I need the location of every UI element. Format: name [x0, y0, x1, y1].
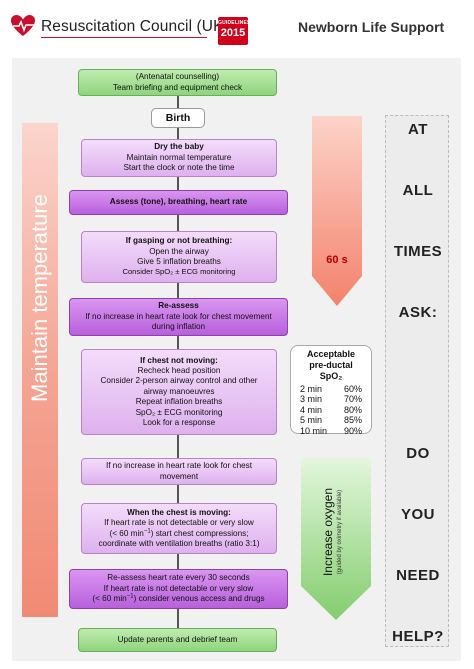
ask-help-column [385, 115, 449, 647]
badge-label: GUIDELINES [218, 20, 251, 26]
reassess-line: If no increase in heart rate look for ch… [85, 311, 272, 321]
update-parents-label: Update parents and debrief team [117, 634, 238, 644]
reassess-box: Re-assess If no increase in heart rate l… [69, 298, 288, 336]
oximetry-note: (guided by oximetry if available) [337, 489, 343, 575]
organisation-name: Resuscitation Council (UK) [41, 18, 229, 35]
ask-word: DO [406, 445, 430, 462]
chest-not-moving-line: airway manoeuvres [143, 386, 215, 396]
increase-oxygen-label: Increase oxygen (guided by oximetry if a… [321, 487, 346, 577]
antenatal-line: (Antenatal counselling) [135, 72, 220, 82]
reassess-30s-line: Re-assess heart rate every 30 seconds [107, 573, 250, 583]
badge-year: 2015 [220, 27, 246, 39]
assess-box: Assess (tone), breathing, heart rate [69, 190, 288, 215]
no-increase-line: If no increase in heart rate look for ch… [105, 461, 253, 471]
chest-not-moving-box: If chest not moving: Recheck head positi… [81, 349, 277, 435]
ask-word: TIMES [393, 243, 443, 260]
gasping-line: Give 5 inflation breaths [137, 257, 221, 266]
heart-logo-icon [11, 15, 35, 36]
chest-not-moving-line: Look for a response [142, 418, 216, 428]
ask-word: HELP? [392, 628, 444, 645]
ask-word: AT [408, 121, 428, 138]
increase-oxygen-text: Increase oxygen [321, 487, 335, 577]
chest-not-moving-line: Repeat inflation breaths [135, 397, 223, 407]
dry-baby-title: Dry the baby [154, 142, 204, 152]
ask-word: NEED [396, 567, 440, 584]
gasping-line: Open the airway [149, 246, 209, 256]
no-increase-line: movement [159, 471, 199, 481]
page-title: Newborn Life Support [298, 19, 445, 35]
gasping-title: If gasping or not breathing: [125, 236, 233, 246]
chest-not-moving-line: Recheck head position [137, 365, 221, 375]
chest-not-moving-line: Consider 2-person airway control and oth… [100, 376, 258, 386]
reassess-30s-line: (< 60 min−1) consider venous access and … [92, 593, 265, 604]
gasping-box: If gasping or not breathing: Open the ai… [81, 231, 277, 283]
update-parents-box: Update parents and debrief team [78, 628, 277, 652]
guidelines-badge: GUIDELINES 2015 [218, 17, 251, 45]
dry-baby-box: Dry the baby Maintain normal temperature… [81, 139, 277, 177]
header: Resuscitation Council (UK) GUIDELINES 20… [0, 0, 474, 52]
chest-moving-title: When the chest is moving: [127, 507, 231, 517]
dry-baby-line: Start the clock or note the time [123, 163, 235, 173]
maintain-temperature-label: Maintain temperature [27, 194, 52, 402]
gasping-line: Consider SpO₂ ± ECG monitoring [122, 267, 236, 277]
temperature-bar [22, 123, 58, 617]
reassess-line: during inflation [151, 322, 206, 332]
ask-word: ASK: [398, 304, 438, 321]
sixty-seconds-arrow [312, 116, 362, 306]
chest-moving-box: When the chest is moving: If heart rate … [81, 503, 277, 554]
antenatal-box: (Antenatal counselling) Team briefing an… [78, 69, 277, 96]
chest-moving-line: coordinate with ventilation breaths (rat… [98, 538, 260, 548]
spo2-subtitle: pre-ductal SpO₂ [309, 360, 353, 381]
birth-box: Birth [151, 108, 205, 128]
ask-word: YOU [400, 506, 435, 523]
reassess-30s-line: If heart rate is not detectable or very … [103, 583, 254, 593]
chest-not-moving-line: SpO₂ ± ECG monitoring [135, 407, 223, 417]
assess-label: Assess (tone), breathing, heart rate [109, 197, 248, 207]
chest-not-moving-title: If chest not moving: [140, 355, 218, 365]
chest-moving-line: If heart rate is not detectable or very … [104, 518, 254, 528]
sixty-seconds-label: 60 s [326, 254, 348, 266]
dry-baby-line: Maintain normal temperature [126, 152, 232, 162]
chest-moving-line: (< 60 min−1) start chest compressions; [109, 527, 249, 538]
antenatal-line: Team briefing and equipment check [112, 82, 243, 92]
ask-word: ALL [402, 182, 434, 199]
reassess-title: Re-assess [158, 301, 199, 311]
reassess-30s-box: Re-assess heart rate every 30 seconds If… [69, 569, 288, 609]
birth-label: Birth [165, 111, 191, 124]
increase-oxygen-arrow [301, 458, 371, 620]
spo2-title: Acceptable [306, 349, 356, 359]
logo-underline [41, 37, 207, 38]
no-increase-box: If no increase in heart rate look for ch… [81, 458, 277, 485]
